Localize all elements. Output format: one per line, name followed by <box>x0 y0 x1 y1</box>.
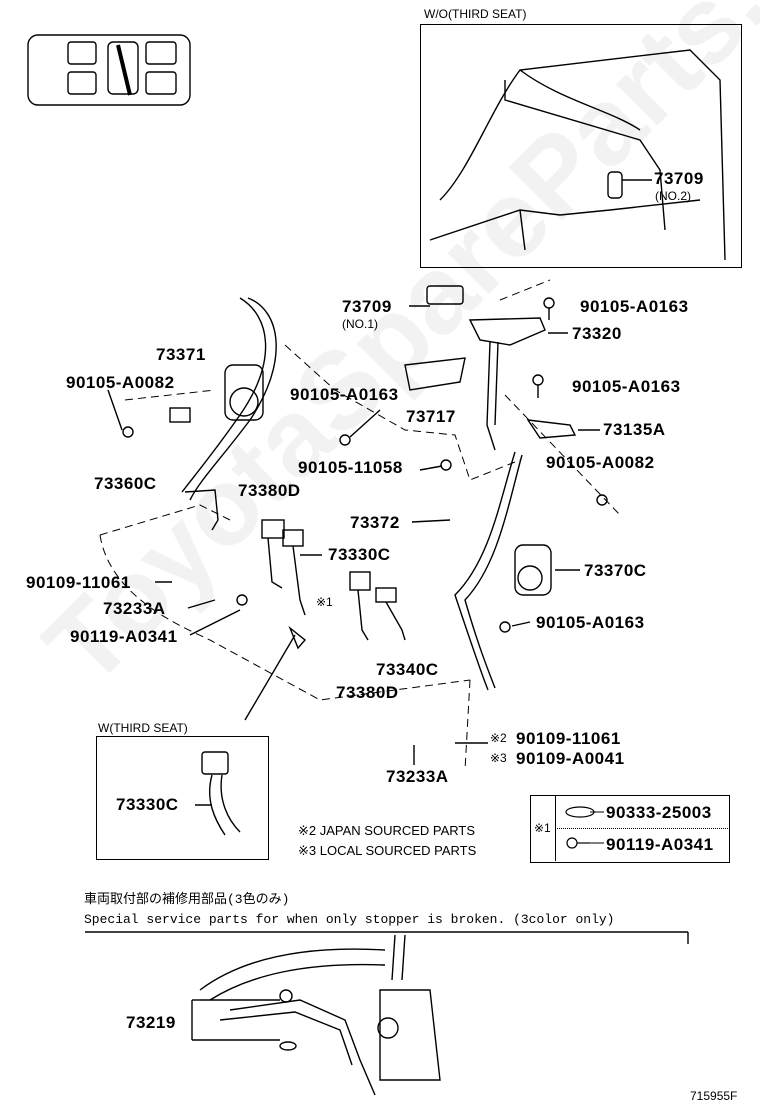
part-73135A[interactable]: 73135A <box>603 420 666 439</box>
part-73360C[interactable]: 73360C <box>94 474 157 493</box>
part-73717[interactable]: 73717 <box>406 407 456 426</box>
legend-mark: ※1 <box>534 821 551 835</box>
part-73370C[interactable]: 73370C <box>584 561 647 580</box>
part-90119-A0341-a[interactable]: 90119-A0341 <box>70 627 178 646</box>
part-73371[interactable]: 73371 <box>156 345 206 364</box>
legend-item-90333-25003[interactable]: 90333-25003 <box>606 803 712 822</box>
with-third-seat-label: W(THIRD SEAT) <box>98 721 188 735</box>
without-third-seat-label: W/O(THIRD SEAT) <box>424 7 527 21</box>
part-90109-A0041[interactable]: 90109-A0041 <box>516 749 625 768</box>
part-73233A-b[interactable]: 73233A <box>386 767 449 786</box>
mark-2: ※2 <box>490 731 507 745</box>
part-90105-A0082-b[interactable]: 90105-A0082 <box>546 453 655 472</box>
part-90109-11061-b[interactable]: 90109-11061 <box>516 729 621 748</box>
part-73709-no1-sub: (NO.1) <box>342 317 378 331</box>
mark-3: ※3 <box>490 751 507 765</box>
legend-row-divider <box>555 828 728 830</box>
part-90105-A0082-a[interactable]: 90105-A0082 <box>66 373 175 392</box>
legend-item-90119-A0341[interactable]: 90119-A0341 <box>606 835 714 854</box>
part-73219[interactable]: 73219 <box>126 1013 176 1032</box>
figure-id: 715955F <box>690 1089 738 1103</box>
part-90105-A0163-a[interactable]: 90105-A0163 <box>580 297 689 316</box>
note-local-sourced: ※3 LOCAL SOURCED PARTS <box>298 843 477 858</box>
part-73709-no1[interactable]: 73709 <box>342 297 392 316</box>
part-90105-A0163-d[interactable]: 90105-A0163 <box>536 613 645 632</box>
note-jp-service: 車両取付部の補修用部品(3色のみ) <box>84 892 290 907</box>
part-73709-no2-sub: (NO.2) <box>655 189 691 203</box>
note-japan-sourced: ※2 JAPAN SOURCED PARTS <box>298 823 476 838</box>
vehicle-locator-icon <box>27 34 191 106</box>
part-90105-A0163-b[interactable]: 90105-A0163 <box>290 385 399 404</box>
part-90105-A0163-c[interactable]: 90105-A0163 <box>572 377 681 396</box>
without-third-seat-inset <box>420 24 742 268</box>
part-73372[interactable]: 73372 <box>350 513 400 532</box>
part-90109-11061-a[interactable]: 90109-11061 <box>26 573 131 592</box>
legend-box <box>530 795 730 863</box>
part-73709-no2[interactable]: 73709 <box>654 169 704 188</box>
part-73380D-b[interactable]: 73380D <box>336 683 399 702</box>
mark-1: ※1 <box>316 595 333 609</box>
with-third-seat-inset <box>96 736 269 860</box>
part-73380D-a[interactable]: 73380D <box>238 481 301 500</box>
note-en-service: Special service parts for when only stop… <box>84 912 615 927</box>
part-73320[interactable]: 73320 <box>572 324 622 343</box>
part-73330C-a[interactable]: 73330C <box>328 545 391 564</box>
part-73233A-a[interactable]: 73233A <box>103 599 166 618</box>
part-90105-11058[interactable]: 90105-11058 <box>298 458 403 477</box>
part-73330C-b[interactable]: 73330C <box>116 795 179 814</box>
part-73340C[interactable]: 73340C <box>376 660 439 679</box>
